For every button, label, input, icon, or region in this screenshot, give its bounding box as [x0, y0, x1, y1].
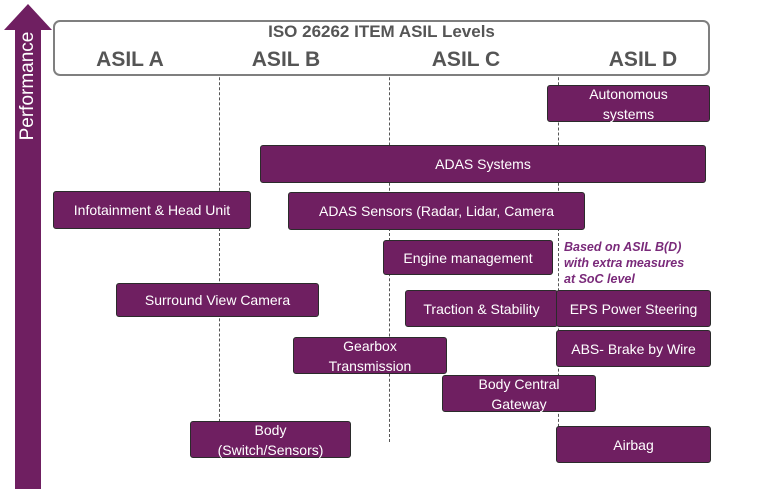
asil-header-frame	[53, 20, 710, 76]
app-label: EPS Power Steering	[569, 300, 698, 317]
app-label: Gearbox Transmission	[328, 337, 412, 374]
app-box-adas-sensors: ADAS Sensors (Radar, Lidar, Camera	[288, 192, 585, 230]
performance-arrow-shaft	[15, 28, 41, 489]
app-label: Infotainment & Head Unit	[73, 202, 231, 218]
separator-a-b	[219, 32, 220, 442]
app-label: Traction & Stability	[423, 300, 540, 317]
app-label: Surround View Camera	[144, 292, 291, 308]
app-box-abs-brake-by-wire: ABS- Brake by Wire	[556, 330, 711, 367]
app-label: ADAS Sensors (Radar, Lidar, Camera	[319, 203, 554, 219]
performance-arrow-head	[4, 4, 52, 30]
app-label: Autonomous systems	[589, 85, 668, 122]
separator-b-c	[389, 32, 390, 442]
app-box-airbag: Airbag	[556, 426, 711, 463]
app-box-gearbox-transmission: Gearbox Transmission	[293, 337, 447, 374]
app-label: ABS- Brake by Wire	[571, 340, 696, 357]
app-box-engine-management: Engine management	[383, 240, 553, 275]
level-label-asil-a: ASIL A	[96, 48, 164, 71]
asil-decomposition-note: Based on ASIL B(D) with extra measures a…	[564, 240, 685, 286]
app-box-adas-systems: ADAS Systems	[260, 145, 706, 183]
level-label-asil-c: ASIL C	[431, 48, 501, 71]
separator-c-d	[558, 32, 559, 442]
app-label: ADAS Systems	[435, 156, 531, 172]
performance-label: Performance	[17, 31, 38, 141]
level-label-asil-b: ASIL B	[251, 48, 321, 71]
app-box-surround-view-camera: Surround View Camera	[116, 283, 319, 317]
app-box-eps-power-steering: EPS Power Steering	[556, 290, 711, 327]
app-box-autonomous-systems: Autonomous systems	[547, 85, 710, 122]
app-box-infotainment: Infotainment & Head Unit	[53, 191, 251, 229]
level-label-asil-d: ASIL D	[608, 48, 678, 71]
app-label: Airbag	[613, 436, 654, 453]
app-box-traction-stability: Traction & Stability	[405, 290, 558, 327]
app-box-body-central-gateway: Body Central Gateway	[442, 375, 596, 412]
app-box-body-switch-sensors: Body (Switch/Sensors)	[190, 421, 351, 458]
app-label: Body (Switch/Sensors)	[217, 421, 324, 458]
app-label: Body Central Gateway	[478, 375, 560, 412]
header-title: ISO 26262 ITEM ASIL Levels	[268, 22, 495, 41]
app-label: Engine management	[403, 249, 533, 266]
